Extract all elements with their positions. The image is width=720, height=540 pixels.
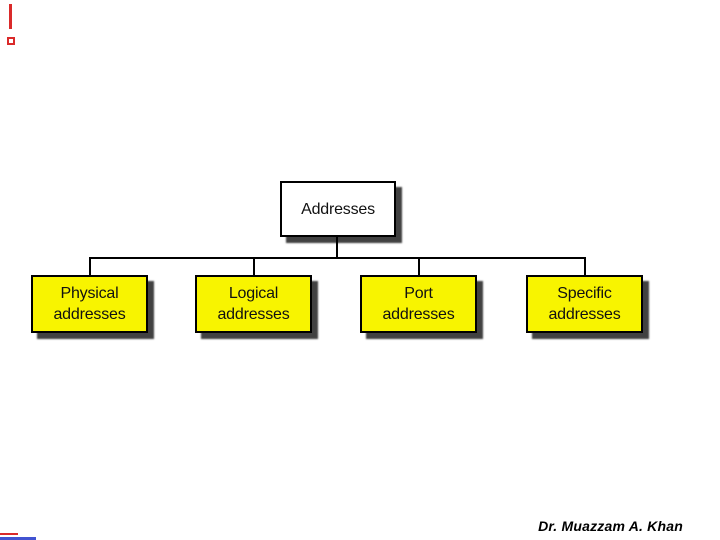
child-node-port-addresses: Port addresses: [360, 275, 477, 333]
footer-author-credit: Dr. Muazzam A. Khan: [538, 518, 683, 534]
child-node-physical-addresses: Physical addresses: [31, 275, 148, 333]
connector-stub-physical: [89, 258, 91, 275]
connector-stub-port: [418, 258, 420, 275]
child-node-specific-addresses: Specific addresses: [526, 275, 643, 333]
edge-mark-blue-dash: [0, 537, 36, 540]
edge-mark-red-dash: [0, 533, 18, 535]
edge-mark-red-bar: [9, 4, 12, 29]
connector-stub-specific: [584, 258, 586, 275]
edge-mark-red-square: [7, 37, 15, 45]
child-node-logical-addresses: Logical addresses: [195, 275, 312, 333]
root-node-addresses: Addresses: [280, 181, 396, 237]
connector-stub-logical: [253, 258, 255, 275]
connector-root-stem: [336, 236, 338, 258]
connector-horizontal-bar: [89, 257, 586, 259]
